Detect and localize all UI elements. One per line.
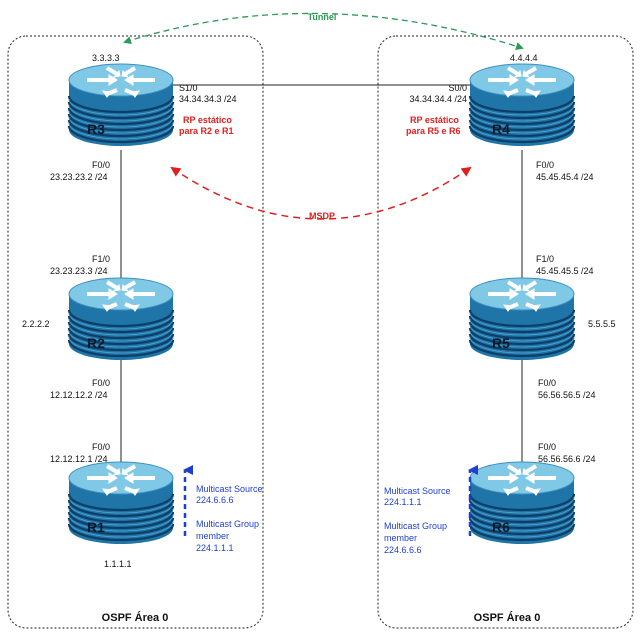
r2-f10-ip: 23.23.23.3 /24: [50, 266, 108, 276]
msdp-arc: [170, 166, 472, 220]
r2-f00-name: F0/0: [92, 378, 110, 388]
router-r5-name: R5: [492, 335, 510, 351]
r2-f00-ip: 12.12.12.2 /24: [50, 390, 108, 400]
r3-loopback: 3.3.3.3: [92, 53, 120, 63]
r3-f00-name: F0/0: [92, 160, 110, 170]
router-r4: R4: [468, 62, 576, 148]
router-r3-name: R3: [87, 121, 105, 137]
r6-mcast-source-label: Multicast Source: [384, 486, 451, 496]
router-r2: R2: [67, 276, 175, 362]
r2-f10-name: F1/0: [92, 254, 110, 264]
ospf-area-left-box: [7, 35, 264, 629]
r1-mcast-group-addr: 224.1.1.1: [196, 543, 234, 553]
router-icon: [468, 276, 576, 362]
r2-loopback: 2.2.2.2: [22, 319, 50, 329]
ospf-area-right-box: [377, 35, 634, 629]
r5-f10-name: F1/0: [536, 254, 554, 264]
r4-rp-line1: RP estático: [410, 115, 459, 125]
r1-f00-name: F0/0: [92, 442, 110, 452]
r6-mcast-group-addr: 224.6.6.6: [384, 545, 422, 555]
router-r6: R6: [468, 460, 576, 546]
r3-f00-ip: 23.23.23.2 /24: [50, 172, 108, 182]
router-r2-name: R2: [87, 335, 105, 351]
msdp-label: MSDP: [309, 211, 335, 221]
r5-f00-ip: 56.56.56.5 /24: [538, 390, 596, 400]
r4-s00-ip: 34.34.34.4 /24: [409, 94, 467, 104]
tunnel-arc: [123, 12, 524, 50]
router-r1: R1: [67, 460, 175, 546]
r4-loopback: 4.4.4.4: [510, 53, 538, 63]
r5-loopback: 5.5.5.5: [588, 319, 616, 329]
r1-mcast-group-label: Multicast Group: [196, 519, 259, 529]
r6-f00-ip: 56.56.56.6 /24: [538, 454, 596, 464]
r6-f00-name: F0/0: [538, 442, 556, 452]
r3-rp-line1: RP estático: [183, 115, 232, 125]
r6-mcast-source-addr: 224.1.1.1: [384, 497, 422, 507]
router-icon: [67, 62, 175, 148]
r4-f00-name: F0/0: [536, 160, 554, 170]
r1-f00-ip: 12.12.12.1 /24: [50, 454, 108, 464]
ospf-area-left-label: OSPF Área 0: [102, 611, 169, 624]
r1-mcast-source-label: Multicast Source: [196, 484, 263, 494]
router-icon: [67, 276, 175, 362]
router-icon: [67, 460, 175, 546]
r5-f00-name: F0/0: [538, 378, 556, 388]
ospf-area-right-label: OSPF Área 0: [474, 611, 541, 624]
r4-rp-line2: para R5 e R6: [406, 126, 461, 136]
router-icon: [468, 62, 576, 148]
router-icon: [468, 460, 576, 546]
router-r6-name: R6: [492, 519, 510, 535]
r5-f10-ip: 45.45.45.5 /24: [536, 266, 594, 276]
tunnel-label: Tunnel: [308, 12, 337, 22]
router-r1-name: R1: [87, 519, 105, 535]
r1-loopback: 1.1.1.1: [104, 559, 132, 569]
router-r5: R5: [468, 276, 576, 362]
r6-mcast-group-label: Multicast Group: [384, 521, 447, 531]
r6-mcast-group-member: member: [384, 533, 417, 543]
r1-mcast-group-member: member: [196, 531, 229, 541]
r3-rp-line2: para R2 e R1: [179, 126, 234, 136]
router-r4-name: R4: [492, 121, 510, 137]
r3-s10-name: S1/0: [179, 83, 198, 93]
r3-s10-ip: 34.34.34.3 /24: [179, 94, 237, 104]
r1-mcast-source-addr: 224.6.6.6: [196, 495, 234, 505]
router-r3: R3: [67, 62, 175, 148]
r4-s00-name: S0/0: [448, 83, 467, 93]
r4-f00-ip: 45.45.45.4 /24: [536, 172, 594, 182]
